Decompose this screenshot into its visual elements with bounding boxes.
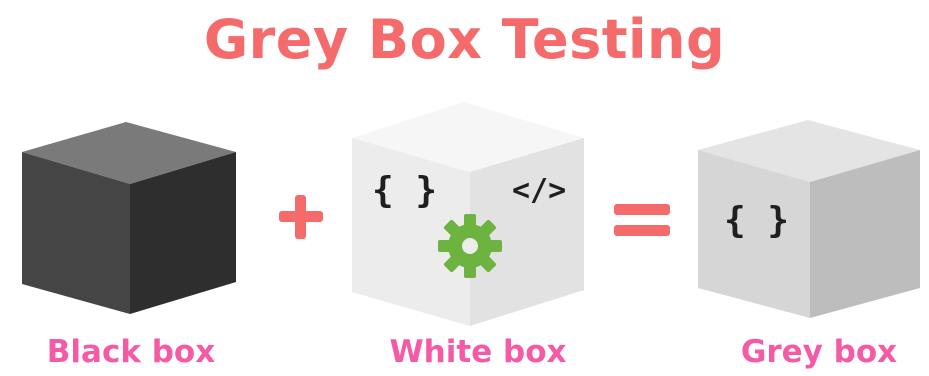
plus-operator: [276, 193, 326, 243]
black-box-cube: [22, 122, 236, 314]
code-tag-icon: </>: [512, 173, 566, 208]
grey-box-left-face: [698, 150, 810, 318]
gear-icon: [438, 214, 502, 278]
white-box-right-face: [470, 138, 584, 326]
black-box-top-face: [22, 122, 236, 184]
white-box-left-face: [352, 138, 470, 326]
equals-operator: [612, 198, 672, 238]
white-box-top-face: [352, 102, 584, 172]
black-box-right-face: [130, 152, 236, 314]
grey-box-right-face: [810, 150, 920, 318]
white-box-label: White box: [389, 334, 567, 370]
curly-braces-icon: { }: [372, 170, 437, 211]
grey-box-label: Grey box: [740, 334, 898, 370]
grey-box-top-face: [698, 120, 920, 182]
black-box-left-face: [22, 152, 130, 314]
page-title: Grey Box Testing: [203, 8, 726, 71]
black-box-label: Black box: [46, 334, 216, 370]
grey-box-cube: { }: [698, 120, 920, 318]
white-box-cube: { } </>: [352, 102, 584, 326]
curly-braces-icon: { }: [724, 200, 789, 241]
